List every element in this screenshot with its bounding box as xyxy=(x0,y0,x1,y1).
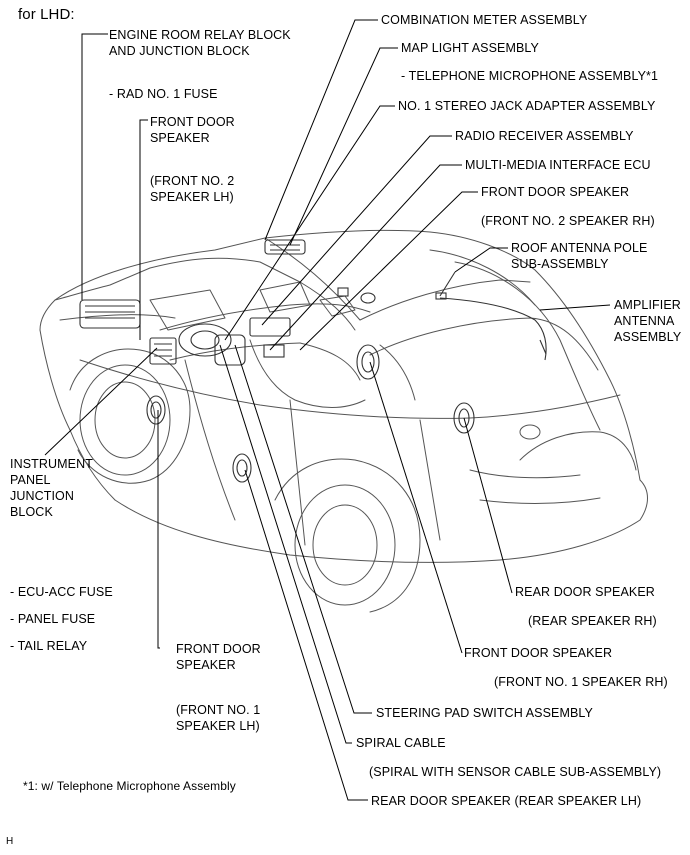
label-front-no1-speaker-rh: (FRONT NO. 1 SPEAKER RH) xyxy=(494,675,668,689)
label-spiral-cable: SPIRAL CABLE xyxy=(356,736,446,750)
label-map-light: MAP LIGHT ASSEMBLY xyxy=(401,41,539,55)
label-rear-speaker-rh: (REAR SPEAKER RH) xyxy=(528,614,657,628)
label-telephone-microphone: - TELEPHONE MICROPHONE ASSEMBLY*1 xyxy=(401,69,659,83)
label-front-no2-speaker-rh: (FRONT NO. 2 SPEAKER RH) xyxy=(481,214,655,228)
label-panel-fuse: - PANEL FUSE xyxy=(10,612,96,626)
label-multimedia-ecu: MULTI-MEDIA INTERFACE ECU xyxy=(465,158,651,172)
label-front-door-speaker-lh2: FRONT DOOR SPEAKER xyxy=(150,115,235,145)
label-rad-fuse: - RAD NO. 1 FUSE xyxy=(109,87,218,101)
label-rear-door-speaker-rh: REAR DOOR SPEAKER xyxy=(515,585,655,599)
label-front-no1-speaker-lh: (FRONT NO. 1 SPEAKER LH) xyxy=(176,703,261,733)
label-tail-relay: - TAIL RELAY xyxy=(10,639,88,653)
label-engine-room-relay: ENGINE ROOM RELAY BLOCK AND JUNCTION BLO… xyxy=(109,28,291,58)
label-roof-antenna: ROOF ANTENNA POLE SUB-ASSEMBLY xyxy=(511,241,648,271)
label-steering-pad-switch: STEERING PAD SWITCH ASSEMBLY xyxy=(376,706,593,720)
label-combination-meter: COMBINATION METER ASSEMBLY xyxy=(381,13,588,27)
label-rear-door-speaker-lh: REAR DOOR SPEAKER (REAR SPEAKER LH) xyxy=(371,794,642,808)
label-spiral-with-sensor: (SPIRAL WITH SENSOR CABLE SUB-ASSEMBLY) xyxy=(369,765,662,779)
label-front-no2-speaker-lh: (FRONT NO. 2 SPEAKER LH) xyxy=(150,174,235,204)
label-ecu-acc-fuse: - ECU-ACC FUSE xyxy=(10,585,113,599)
label-radio-receiver: RADIO RECEIVER ASSEMBLY xyxy=(455,129,634,143)
label-amplifier-antenna: AMPLIFIER ANTENNA ASSEMBLY xyxy=(614,298,682,344)
label-front-door-speaker-rh2: FRONT DOOR SPEAKER xyxy=(481,185,630,199)
corner-mark: H xyxy=(6,836,14,847)
label-front-door-speaker-lh1: FRONT DOOR SPEAKER xyxy=(176,642,261,672)
label-front-door-speaker-rh1: FRONT DOOR SPEAKER xyxy=(464,646,613,660)
footnote: *1: w/ Telephone Microphone Assembly xyxy=(23,779,236,793)
header-for-lhd: for LHD: xyxy=(18,6,75,23)
label-stereo-jack-adapter: NO. 1 STEREO JACK ADAPTER ASSEMBLY xyxy=(398,99,656,113)
label-instrument-panel-jb: INSTRUMENT PANEL JUNCTION BLOCK xyxy=(10,457,93,519)
